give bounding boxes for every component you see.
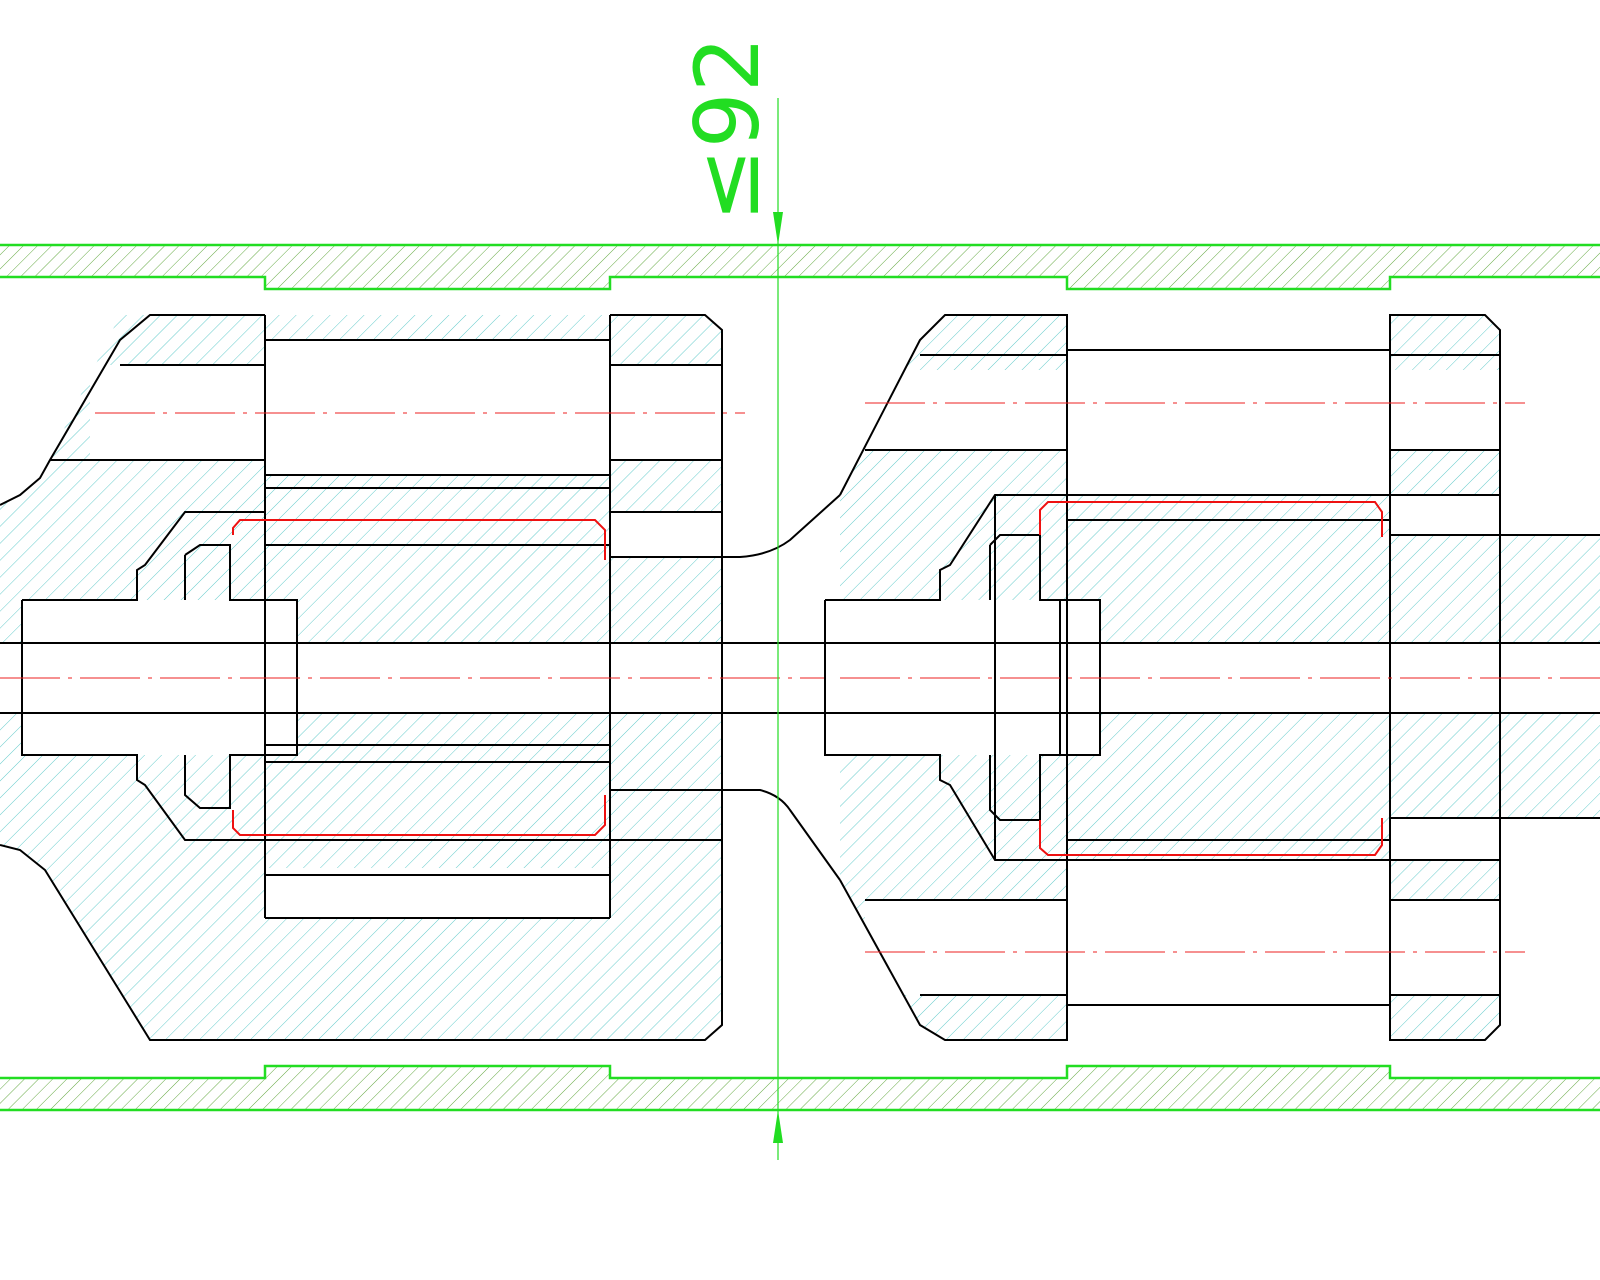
casing-top-wall [0, 245, 1600, 289]
right-rotor-assembly [824, 314, 1600, 1041]
right-seal-contour [1039, 501, 1383, 856]
dimension-arrow-top [773, 212, 783, 245]
casing-bottom-wall [0, 1066, 1600, 1110]
dimension-arrow-bottom [773, 1110, 783, 1143]
dimension-label: ≤92 [676, 36, 779, 222]
left-seal-contour [232, 519, 606, 836]
left-rotor-assembly [0, 314, 841, 1041]
outer-casing [0, 243, 1600, 1112]
max-diameter-dimension: ≤92 [676, 36, 783, 1160]
